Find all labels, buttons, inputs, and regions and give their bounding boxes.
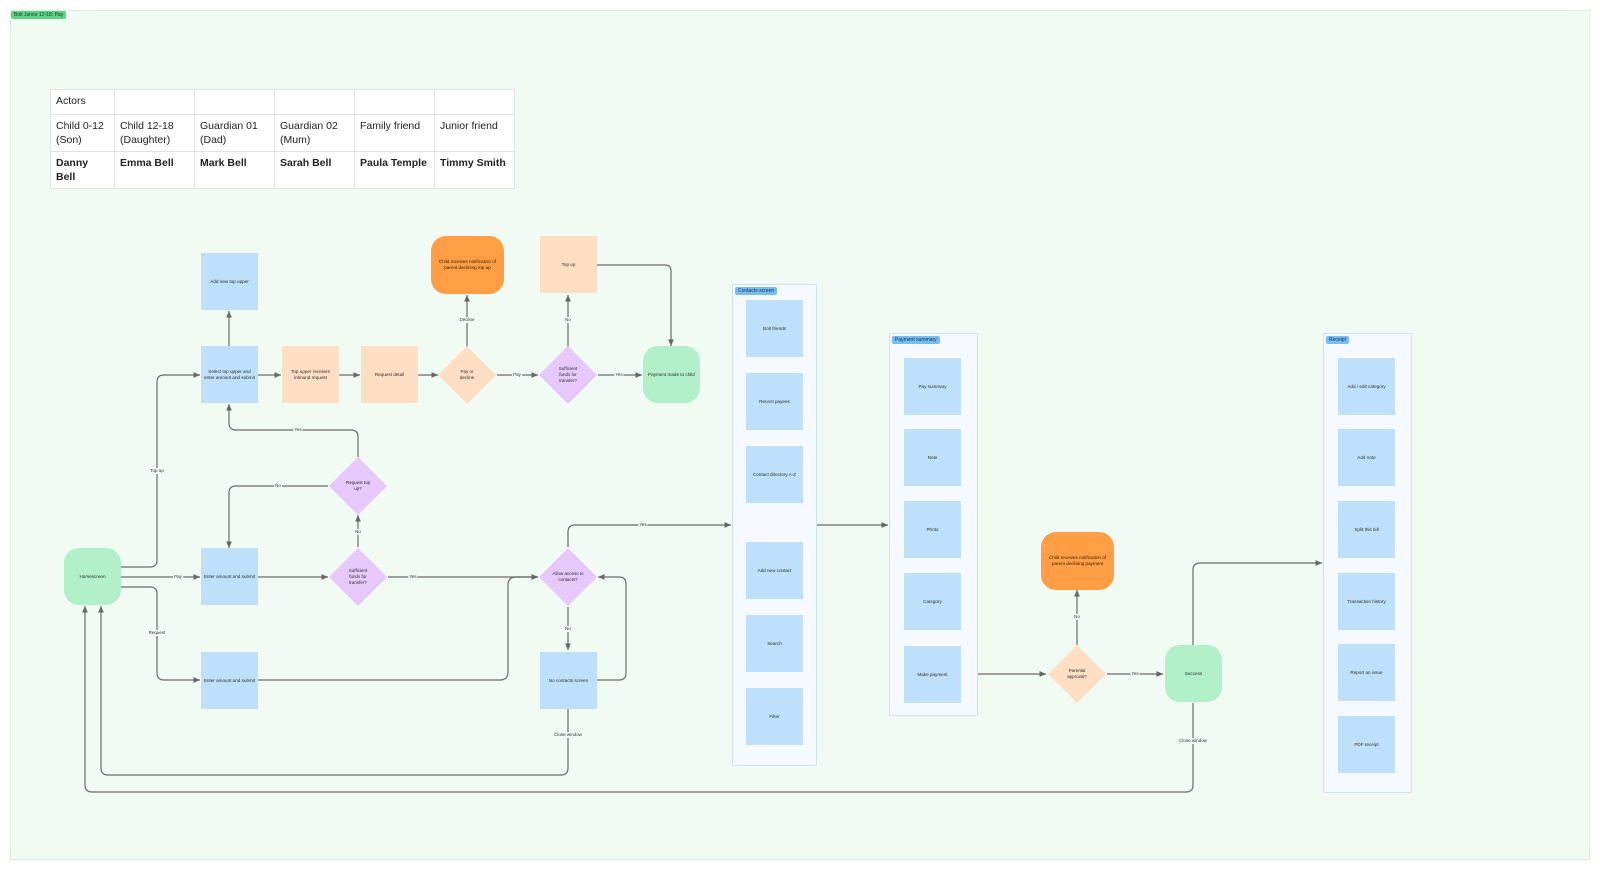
edge-label-no-top: No: [564, 317, 572, 323]
actors-header-empty: [274, 89, 355, 115]
edge-topup-payment: [597, 264, 674, 346]
receipt-item-category[interactable]: Add / edit category: [1338, 358, 1395, 415]
summary-item-pay-summary[interactable]: Pay summary: [904, 358, 961, 415]
edge-label-pay-short: Pay: [512, 372, 522, 378]
board-title-tag[interactable]: Bolt Junior 12-18: Pay: [11, 11, 67, 19]
sufficient-funds-top-decision[interactable]: Sufficient funds for transfer?: [539, 346, 597, 404]
receipt-item-split[interactable]: Split this bill: [1338, 501, 1395, 558]
edge-nocontacts-allow: [597, 574, 627, 681]
actor-name-cell: Emma Bell: [114, 151, 195, 189]
request-detail-node[interactable]: Request detail: [361, 346, 418, 403]
request-top-up-decision[interactable]: Request top up?: [329, 457, 387, 515]
success-node[interactable]: Success: [1165, 645, 1222, 702]
actors-header-empty: [194, 89, 275, 115]
actor-name-cell: Danny Bell: [50, 151, 115, 189]
actor-name-cell: Sarah Bell: [274, 151, 355, 189]
contacts-item-filter[interactable]: Filter: [746, 688, 803, 745]
top-upper-receives-node[interactable]: Top upper receives inbound request: [282, 346, 339, 403]
edge-label-close-window-1: Close window: [553, 732, 583, 738]
actors-header-empty: [354, 89, 435, 115]
decision-label: Sufficient funds for transfer?: [558, 366, 578, 383]
add-top-upper-node[interactable]: Add new top upper: [201, 253, 258, 310]
edge-label-top-up: Top up: [149, 468, 165, 474]
payment-summary-title: Payment summary: [892, 336, 940, 344]
contacts-item-recent-payees[interactable]: Recent payees: [746, 373, 803, 430]
edge-label-decline: Decline: [458, 317, 476, 323]
sufficient-funds-mid-decision[interactable]: Sufficient funds for transfer?: [329, 548, 387, 606]
receipt-item-pdf[interactable]: PDF receipt: [1338, 716, 1395, 773]
summary-item-category[interactable]: Category: [904, 573, 961, 630]
actors-table: Actors Child 0-12 (Son) Child 12-18 (Dau…: [50, 89, 515, 189]
contacts-item-search[interactable]: Search: [746, 615, 803, 672]
homescreen-node[interactable]: Homescreen: [64, 548, 121, 605]
payment-made-node[interactable]: Payment made to child: [643, 346, 700, 403]
edge-label-no-loop: No: [274, 483, 282, 489]
receipt-title: Receipt: [1326, 336, 1349, 344]
no-contacts-node[interactable]: No contacts screen: [540, 652, 597, 709]
decision-label: Allow access to contacts?: [552, 571, 584, 582]
select-top-upper-node[interactable]: Select top upper and enter amount and su…: [201, 346, 258, 403]
contacts-item-bolt-friends[interactable]: Bolt friends: [746, 300, 803, 357]
edge-close-2: [82, 606, 1194, 793]
contacts-item-directory[interactable]: Contact directory A-Z: [746, 446, 803, 503]
edge-label-yes-top: Yes: [614, 372, 624, 378]
receipt-item-note[interactable]: Add note: [1338, 429, 1395, 486]
actor-role-cell: Guardian 01 (Dad): [194, 114, 275, 152]
decision-label: Pay or decline: [459, 369, 475, 380]
actor-name-cell: Timmy Smith: [434, 151, 515, 189]
edge-label-no-parental: No: [1073, 614, 1081, 620]
contacts-screen-title: Contacts screen: [735, 287, 778, 295]
actor-name-cell: Mark Bell: [194, 151, 275, 189]
contacts-screen-section: Contacts screen: [732, 284, 817, 766]
summary-item-note[interactable]: Note: [904, 429, 961, 486]
edge-label-yes-parental: Yes: [1130, 671, 1140, 677]
actor-role-cell: Junior friend: [434, 114, 515, 152]
contacts-item-add-new[interactable]: Add new contact: [746, 542, 803, 599]
edge-label-yes-loop: Yes: [293, 427, 303, 433]
edge-label-request: Request: [147, 630, 167, 636]
edge-label-no-mid: No: [354, 529, 362, 535]
decision-label: Parental approval?: [1067, 668, 1087, 679]
parental-approval-decision[interactable]: Parental approval?: [1048, 645, 1106, 703]
edge-label-yes-mid: Yes: [408, 574, 418, 580]
edge-allow-yes: [567, 522, 731, 547]
edge-success-receipt: [1192, 560, 1322, 645]
enter-amount-request-node[interactable]: Enter amount and submit: [201, 652, 258, 709]
actors-roles-row: Child 0-12 (Son) Child 12-18 (Daughter) …: [50, 114, 515, 152]
allow-contacts-decision[interactable]: Allow access to contacts?: [539, 548, 597, 606]
pay-or-decline-decision[interactable]: Pay or decline: [438, 346, 496, 404]
top-up-node[interactable]: Top up: [540, 236, 597, 293]
actor-role-cell: Guardian 02 (Mum): [274, 114, 355, 152]
actors-names-row: Danny Bell Emma Bell Mark Bell Sarah Bel…: [50, 151, 515, 189]
actor-name-cell: Paula Temple: [354, 151, 435, 189]
child-notif-payment-node[interactable]: Child receives notification of parent de…: [1041, 532, 1114, 590]
decision-label: Request top up?: [345, 480, 371, 491]
receipt-item-report[interactable]: Report an issue: [1338, 644, 1395, 701]
actor-role-cell: Family friend: [354, 114, 435, 152]
actor-role-cell: Child 0-12 (Son): [50, 114, 115, 152]
edge-label-close-window-2: Close window: [1178, 738, 1208, 744]
summary-item-make-payment[interactable]: Make payment: [904, 646, 961, 703]
actors-header-cell: Actors: [50, 89, 115, 115]
edge-request-no: [226, 485, 328, 548]
edge-label-no-contacts: No: [564, 626, 572, 632]
actor-role-cell: Child 12-18 (Daughter): [114, 114, 195, 152]
edge-request-allow: [258, 574, 538, 681]
enter-amount-pay-node[interactable]: Enter amount and submit: [201, 548, 258, 605]
child-notif-topup-node[interactable]: Child receives notification of parent de…: [431, 236, 504, 294]
edge-label-pay: Pay: [173, 574, 183, 580]
decision-label: Sufficient funds for transfer?: [348, 568, 368, 585]
receipt-item-history[interactable]: Transaction history: [1338, 573, 1395, 630]
edge-close-1: [98, 606, 569, 776]
edge-label-yes-contacts: Yes: [638, 522, 648, 528]
actors-header-row: Actors: [50, 89, 515, 115]
summary-item-photo[interactable]: Photo: [904, 501, 961, 558]
